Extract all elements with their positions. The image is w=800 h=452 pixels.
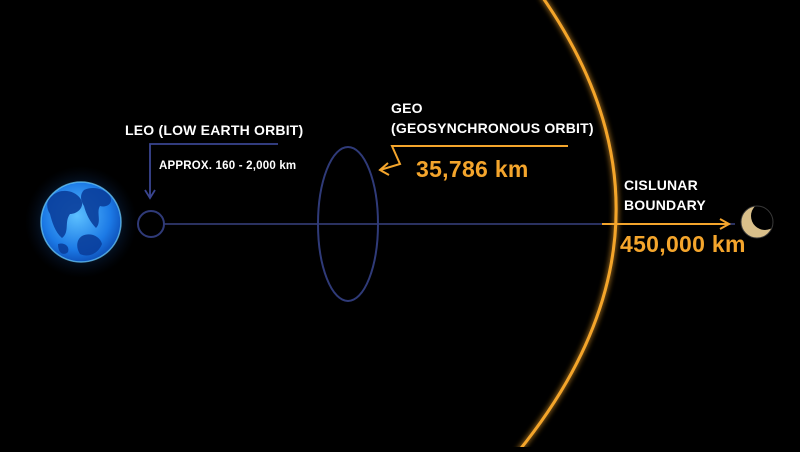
leo-range: APPROX. 160 - 2,000 km xyxy=(159,160,297,172)
leo-orbit-ring xyxy=(137,210,165,238)
geo-title-line2: (GEOSYNCHRONOUS ORBIT) xyxy=(391,120,594,136)
geo-title-line1: GEO xyxy=(391,100,423,116)
cislunar-pointer xyxy=(602,218,732,230)
leo-title: LEO (LOW EARTH ORBIT) xyxy=(125,122,304,138)
geo-orbit-ring xyxy=(317,146,379,302)
moon-icon xyxy=(740,202,779,239)
geo-distance: 35,786 km xyxy=(416,156,529,182)
cislunar-title-line1: CISLUNAR xyxy=(624,177,698,193)
earth-icon xyxy=(25,166,137,278)
cislunar-title-line2: BOUNDARY xyxy=(624,197,706,213)
geo-pointer xyxy=(378,145,568,176)
cislunar-distance: 450,000 km xyxy=(620,231,746,257)
leo-pointer xyxy=(144,143,278,200)
